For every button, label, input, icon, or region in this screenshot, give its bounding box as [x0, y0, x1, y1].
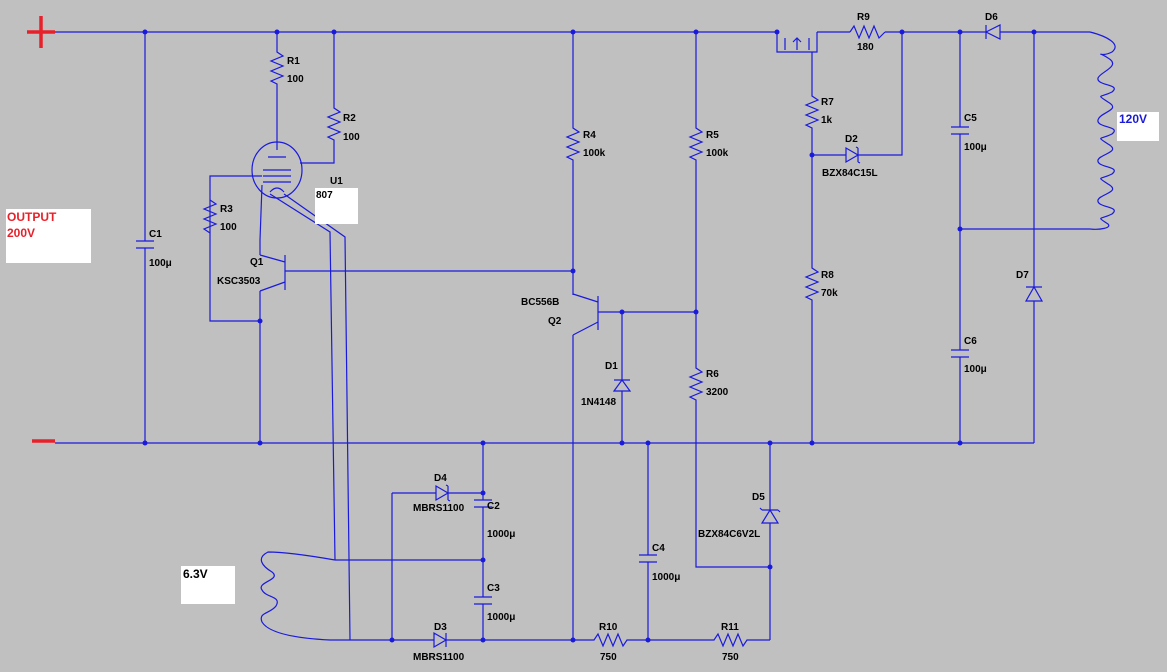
r1-resistor [269, 32, 285, 150]
d1-diode [612, 312, 632, 443]
r4-ref: R4 [583, 130, 596, 141]
r7-ref: R7 [821, 97, 834, 108]
filament-voltage-box [181, 566, 235, 604]
r8-ref: R8 [821, 270, 834, 281]
junction-dots [142, 29, 1037, 643]
r1-value: 100 [287, 74, 304, 85]
c3-value: 1000μ [487, 612, 515, 623]
d4-value: MBRS1100 [413, 503, 465, 514]
c6-ref: C6 [964, 336, 977, 347]
r4-value: 100k [583, 148, 606, 159]
q1-transistor [259, 240, 573, 443]
d5-zener [759, 443, 781, 640]
r11-value: 750 [722, 652, 739, 663]
c2-value: 1000μ [487, 529, 515, 540]
r2-resistor [300, 32, 342, 164]
r9-resistor [849, 24, 886, 40]
d5-value: BZX84C6V2L [698, 529, 760, 540]
d7-ref: D7 [1016, 270, 1029, 281]
u1-tube-807 [209, 141, 351, 641]
r3-ref: R3 [220, 204, 233, 215]
c5-value: 100μ [964, 142, 987, 153]
q2-transistor [572, 293, 696, 640]
u1-value: 807 [316, 190, 333, 201]
c1-value: 100μ [149, 258, 172, 269]
d7-diode [1024, 32, 1044, 443]
r7-value: 1k [821, 115, 833, 126]
r11-ref: R11 [721, 622, 739, 633]
d2-value: BZX84C15L [822, 168, 878, 179]
c4-value: 1000μ [652, 572, 680, 583]
r10-value: 750 [600, 652, 617, 663]
main-coil [1089, 31, 1116, 230]
coil-voltage-label: 120V [1119, 112, 1148, 126]
d2-zener [812, 32, 903, 164]
c1-capacitor [136, 32, 154, 443]
r5-value: 100k [706, 148, 729, 159]
output-note-line2: 200V [7, 226, 36, 240]
r6-resistor [688, 312, 770, 568]
c5-capacitor [951, 32, 969, 229]
filament-coil [260, 551, 350, 641]
r9-value: 180 [857, 42, 874, 53]
d1-ref: D1 [605, 361, 618, 372]
d3-d4-link-wire [335, 493, 483, 641]
d6-ref: D6 [985, 12, 998, 23]
r2-value: 100 [343, 132, 360, 143]
r8-resistor [804, 155, 820, 443]
q2-ref: Q2 [548, 316, 562, 327]
r11-resistor [648, 632, 770, 648]
d2-ref: D2 [845, 134, 858, 145]
q2-value: BC556B [521, 297, 559, 308]
r3-value: 100 [220, 222, 237, 233]
output-note-box [6, 209, 91, 263]
r6-value: 3200 [706, 387, 729, 398]
d5-ref: D5 [752, 492, 765, 503]
r10-ref: R10 [599, 622, 618, 633]
terminal-plus [27, 16, 55, 48]
r2-ref: R2 [343, 113, 356, 124]
c1-ref: C1 [149, 229, 162, 240]
c4-capacitor [639, 443, 657, 640]
u1-ref: U1 [330, 176, 343, 187]
c5-ref: C5 [964, 113, 977, 124]
r3-resistor [202, 199, 218, 234]
output-note-line1: OUTPUT [7, 210, 57, 224]
c6-capacitor [951, 229, 969, 443]
d6-diode [984, 24, 1001, 40]
c4-ref: C4 [652, 543, 665, 554]
r7-resistor [804, 52, 820, 155]
d1-value: 1N4148 [581, 397, 616, 408]
c3-ref: C3 [487, 583, 500, 594]
d3-ref: D3 [434, 622, 447, 633]
r6-ref: R6 [706, 369, 719, 380]
r4-resistor [565, 32, 581, 295]
r10-resistor [573, 632, 648, 648]
coil-voltage-box [1117, 112, 1159, 141]
r5-ref: R5 [706, 130, 719, 141]
d4-diode [392, 484, 483, 502]
d4-ref: D4 [434, 473, 447, 484]
filament-voltage-label: 6.3V [183, 567, 208, 581]
r1-ref: R1 [287, 56, 300, 67]
r9-ref: R9 [857, 12, 870, 23]
c3-capacitor [474, 560, 492, 640]
r8-value: 70k [821, 288, 838, 299]
d3-diode [392, 631, 573, 649]
mosfet [776, 32, 818, 53]
c2-ref: C2 [487, 501, 500, 512]
q1-value: KSC3503 [217, 276, 261, 287]
r5-resistor [688, 32, 704, 312]
q1-ref: Q1 [250, 257, 264, 268]
c6-value: 100μ [964, 364, 987, 375]
c2-capacitor [474, 443, 492, 560]
d3-value: MBRS1100 [413, 652, 465, 663]
u1-value-box [315, 188, 358, 224]
